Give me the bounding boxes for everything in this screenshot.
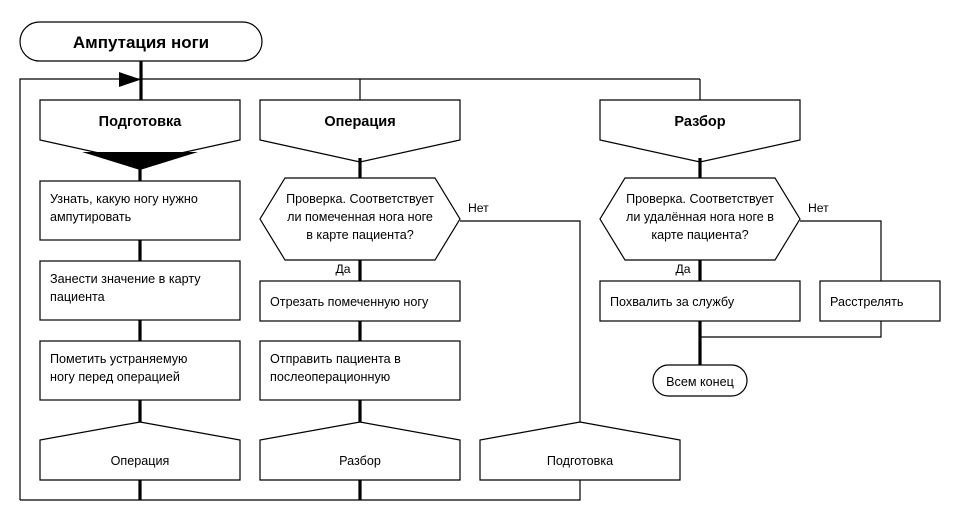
phase-footer-preparation[interactable]: Подготовка bbox=[479, 421, 681, 481]
connector-execute-to-end-merge bbox=[700, 321, 882, 338]
process-box-c1-s1-shape bbox=[39, 180, 241, 241]
phase-footer-preparation-shape bbox=[479, 421, 681, 481]
phase-header-operation-shape bbox=[259, 99, 461, 163]
phase-header-preparation-shape bbox=[39, 99, 241, 163]
decision-hexagon-operation-shape bbox=[259, 177, 461, 261]
terminator-start[interactable]: Ампутация ноги bbox=[19, 21, 263, 62]
phase-footer-review-label: Разбор bbox=[339, 454, 381, 468]
phase-footer-operation[interactable]: Операция bbox=[39, 421, 241, 481]
terminator-end-label: Всем конец bbox=[666, 375, 734, 389]
process-box-c1-s3-line1: Пометить устраняемую bbox=[50, 352, 187, 366]
process-box-c2-s2-line1: Отправить пациента в bbox=[270, 352, 401, 366]
decision-review-line1: Проверка. Соответствует bbox=[626, 192, 774, 206]
terminator-end[interactable]: Всем конец bbox=[652, 364, 748, 397]
process-box-c3-s1-shape bbox=[599, 280, 801, 322]
process-box-c1-s3-shape bbox=[39, 340, 241, 401]
decision-operation-line3: в карте пациента? bbox=[306, 228, 414, 242]
loopback-outer-frame bbox=[19, 78, 700, 500]
phase-header-preparation[interactable]: Подготовка bbox=[39, 99, 241, 163]
phase-header-operation[interactable]: Операция bbox=[259, 99, 461, 163]
terminator-start-label: Ампутация ноги bbox=[73, 33, 209, 52]
process-box-c2-s1-line1: Отрезать помеченную ногу bbox=[270, 295, 429, 309]
edge-label-operation-no: Нет bbox=[468, 201, 489, 215]
connector-review-no-to-execute bbox=[800, 220, 882, 281]
process-box-c3-alt-shape bbox=[819, 280, 941, 322]
phase-footer-preparation-label: Подготовка bbox=[547, 454, 613, 468]
process-box-c2-s2-shape bbox=[259, 340, 461, 401]
edge-label-review-yes: Да bbox=[675, 262, 690, 276]
terminator-end-shape bbox=[652, 364, 748, 397]
process-box-c1-s2-line1: Занести значение в карту bbox=[50, 272, 201, 286]
decision-operation-line2: ли помеченная нога ноге bbox=[287, 210, 433, 224]
phase-header-review-shape bbox=[599, 99, 801, 163]
phase-footer-review[interactable]: Разбор bbox=[259, 421, 461, 481]
process-box-c1-s1-line1: Узнать, какую ногу нужно bbox=[50, 192, 198, 206]
process-box-c1-s3-line2: ногу перед операцией bbox=[50, 370, 180, 384]
phase-footer-operation-label: Операция bbox=[111, 454, 170, 468]
phase-header-review[interactable]: Разбор bbox=[599, 99, 801, 163]
process-box-c3-alt-line1: Расстрелять bbox=[830, 295, 904, 309]
process-box-c2-s1[interactable]: Отрезать помеченную ногу bbox=[259, 280, 461, 322]
decision-hexagon-review-shape bbox=[599, 177, 801, 261]
process-box-c1-s2[interactable]: Занести значение в карту пациента bbox=[39, 260, 241, 321]
edge-label-review-no: Нет bbox=[808, 201, 829, 215]
decision-hexagon-review[interactable]: Проверка. Соответствует ли удалённая ног… bbox=[599, 177, 801, 261]
connector-preparation-loopback-rail bbox=[20, 480, 581, 501]
process-box-c1-s1[interactable]: Узнать, какую ногу нужно ампутировать bbox=[39, 180, 241, 241]
process-box-c2-s1-shape bbox=[259, 280, 461, 322]
decision-review-line2: ли удалённая нога ноге в bbox=[626, 210, 774, 224]
process-box-c3-s1-line1: Похвалить за службу bbox=[610, 295, 735, 309]
phase-header-review-label: Разбор bbox=[674, 114, 725, 130]
process-box-c3-alt[interactable]: Расстрелять bbox=[819, 280, 941, 322]
phase-header-preparation-label: Подготовка bbox=[99, 114, 183, 130]
phase-header-operation-label: Операция bbox=[324, 114, 395, 130]
phase-footer-operation-shape bbox=[39, 421, 241, 481]
process-box-c1-s3[interactable]: Пометить устраняемую ногу перед операцие… bbox=[39, 340, 241, 401]
process-box-c3-s1[interactable]: Похвалить за службу bbox=[599, 280, 801, 322]
process-box-c2-s2-line2: послеоперационную bbox=[270, 370, 390, 384]
process-box-c1-s2-line2: пациента bbox=[50, 290, 105, 304]
phase-footer-review-shape bbox=[259, 421, 461, 481]
arrowhead-loopback-entry bbox=[119, 72, 141, 87]
decision-review-line3: карте пациента? bbox=[651, 228, 748, 242]
decision-hexagon-operation[interactable]: Проверка. Соответствует ли помеченная но… bbox=[259, 177, 461, 261]
decision-operation-line1: Проверка. Соответствует bbox=[286, 192, 434, 206]
connector-operation-no-to-preparation bbox=[460, 220, 581, 424]
process-box-c2-s2[interactable]: Отправить пациента в послеоперационную bbox=[259, 340, 461, 401]
process-box-c1-s1-line2: ампутировать bbox=[50, 210, 132, 224]
edge-label-operation-yes: Да bbox=[335, 262, 350, 276]
